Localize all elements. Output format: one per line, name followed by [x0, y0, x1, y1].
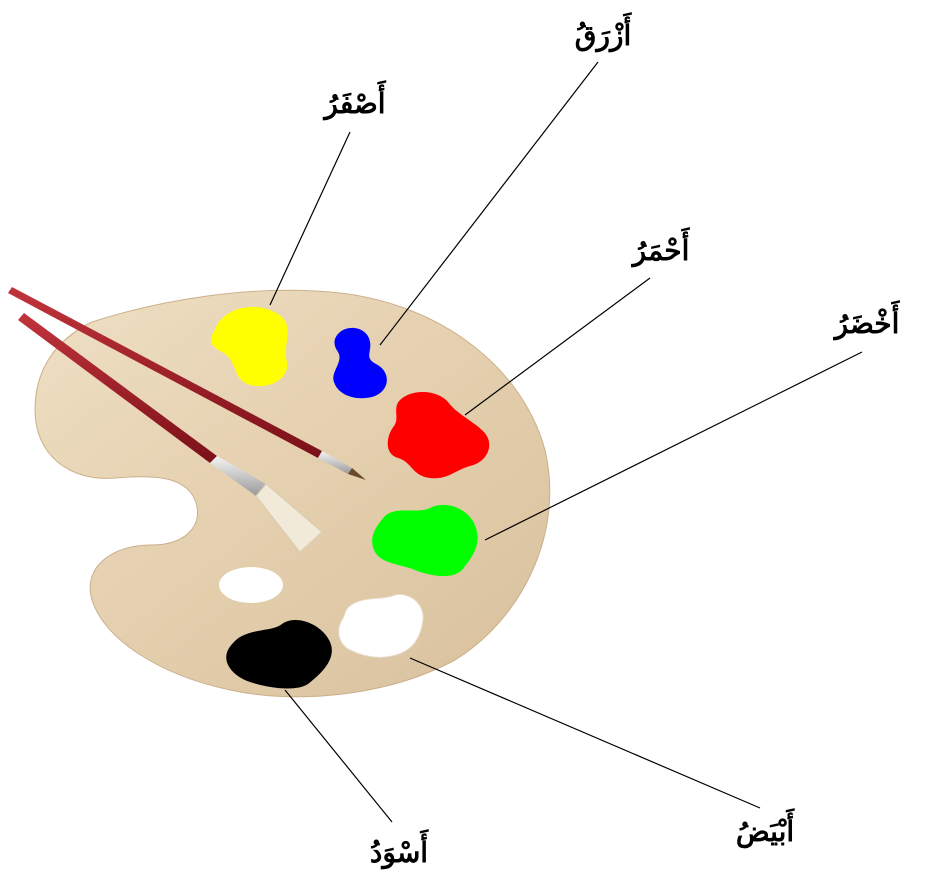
- label-white: أَبْيَضُ: [736, 808, 795, 849]
- label-black: أَسْوَدُ: [370, 829, 429, 870]
- leader-line-blue: [380, 62, 598, 345]
- label-green: أَخْضَرُ: [833, 300, 901, 341]
- leader-line-black: [285, 690, 392, 822]
- label-blue: أَزْرَقُ: [575, 12, 633, 53]
- leader-line-white: [410, 658, 760, 808]
- label-red: أَحْمَرُ: [631, 227, 691, 268]
- label-yellow: أَصْفَرُ: [322, 80, 386, 121]
- thumb-hole: [219, 567, 283, 603]
- leader-line-red: [465, 278, 650, 415]
- leader-line-yellow: [270, 132, 350, 305]
